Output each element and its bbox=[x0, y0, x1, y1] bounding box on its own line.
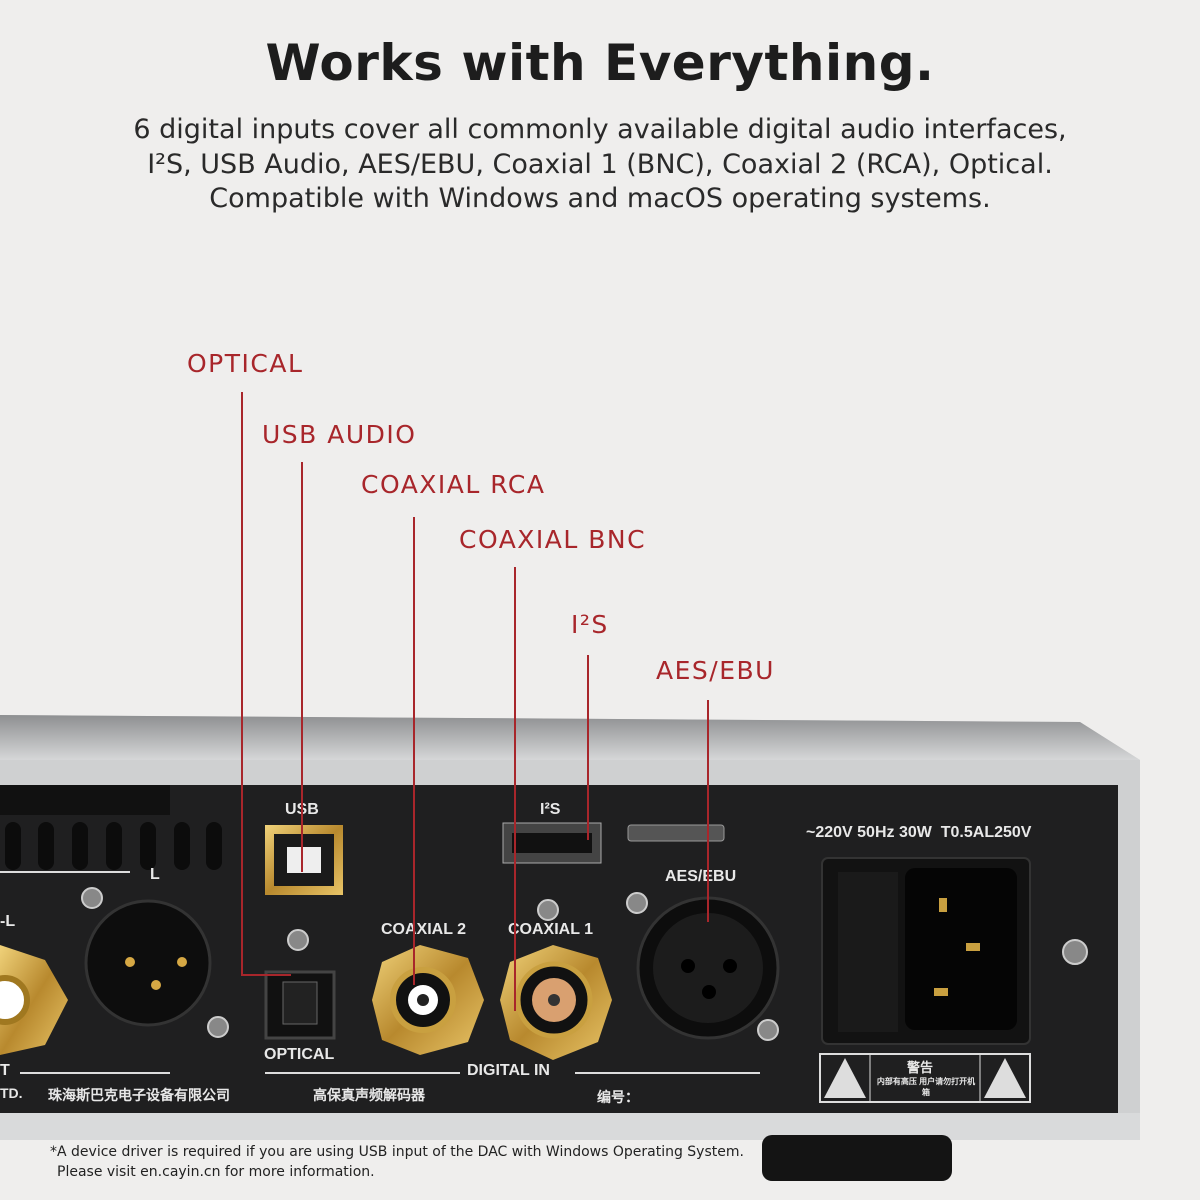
footnote-line-1: *A device driver is required if you are … bbox=[50, 1144, 744, 1160]
callout-i2s: I²S bbox=[571, 610, 609, 639]
panel-label-optical: OPTICAL bbox=[264, 1046, 335, 1063]
subtitle-line-3: Compatible with Windows and macOS operat… bbox=[209, 183, 991, 214]
panel-label-td: TD. bbox=[0, 1085, 23, 1101]
leader-line-i2s bbox=[587, 655, 589, 840]
leader-line-usb bbox=[301, 462, 303, 872]
subtitle-line-2: I²S, USB Audio, AES/EBU, Coaxial 1 (BNC)… bbox=[147, 149, 1053, 180]
panel-label-power-rating: ~220V 50Hz 30W T0.5AL250V bbox=[806, 824, 1032, 841]
callout-usb-audio: USB AUDIO bbox=[262, 420, 417, 449]
panel-label-warning: 警告 bbox=[907, 1060, 934, 1075]
callout-coaxial-bnc: COAXIAL BNC bbox=[459, 525, 647, 554]
footnote-line-2: Please visit en.cayin.cn for more inform… bbox=[57, 1164, 375, 1180]
leader-line-rca bbox=[413, 517, 415, 985]
panel-label-minus-l: -L bbox=[0, 913, 16, 930]
panel-label-warning-detail: 内部有高压 用户请勿打开机箱 bbox=[876, 1077, 976, 1097]
panel-label-i2s: I²S bbox=[540, 801, 561, 818]
panel-label-product: 高保真声频解码器 bbox=[313, 1087, 425, 1103]
leader-line-aes bbox=[707, 700, 709, 922]
panel-label-aes: AES/EBU bbox=[665, 868, 737, 885]
panel-label-digital-in: DIGITAL IN bbox=[467, 1062, 550, 1079]
leader-line-optical-horizontal bbox=[241, 974, 291, 976]
callout-coaxial-rca: COAXIAL RCA bbox=[361, 470, 546, 499]
panel-label-l: L bbox=[150, 866, 160, 883]
page-title: Works with Everything. bbox=[265, 34, 935, 92]
callout-optical: OPTICAL bbox=[187, 349, 304, 378]
callout-aes-ebu: AES/EBU bbox=[656, 656, 775, 685]
panel-label-company: 珠海斯巴克电子设备有限公司 bbox=[48, 1087, 230, 1103]
panel-label-coaxial-2: COAXIAL 2 bbox=[381, 921, 467, 938]
leader-line-bnc bbox=[514, 567, 516, 1011]
subtitle-line-1: 6 digital inputs cover all commonly avai… bbox=[133, 114, 1067, 145]
panel-label-serial: 编号： bbox=[597, 1089, 639, 1105]
panel-label-coaxial-1: COAXIAL 1 bbox=[508, 921, 594, 938]
panel-label-t: T bbox=[0, 1062, 10, 1079]
leader-line-optical bbox=[241, 392, 243, 976]
